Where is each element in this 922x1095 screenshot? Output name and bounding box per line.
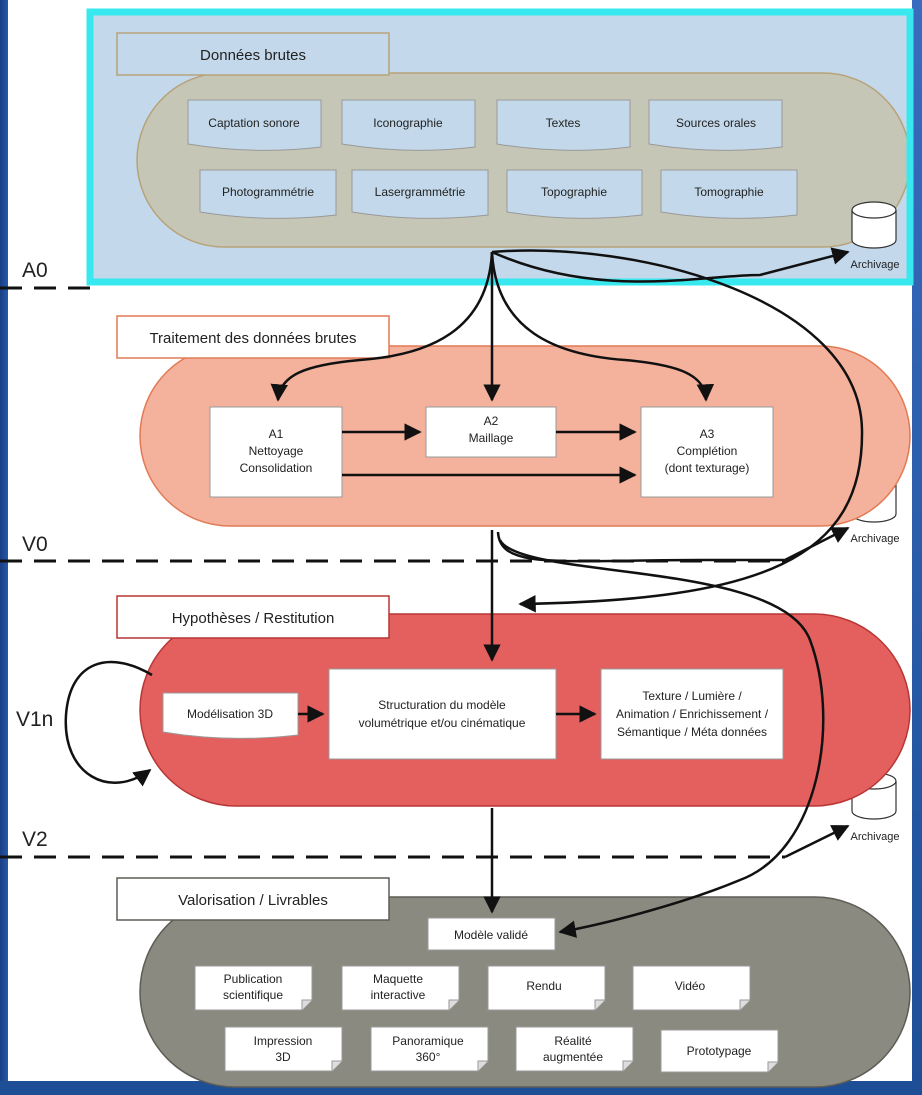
- hypotheses-title: Hypothèses / Restitution: [172, 610, 335, 627]
- svg-text:Vidéo: Vidéo: [675, 979, 706, 993]
- deliverable-realite: Réalité augmentée: [515, 1026, 634, 1072]
- svg-text:A1: A1: [269, 427, 284, 441]
- deliverable-publication: Publication scientifique: [194, 965, 313, 1011]
- svg-text:Publication: Publication: [224, 972, 283, 986]
- svg-text:Modèle validé: Modèle validé: [454, 928, 528, 942]
- svg-text:Maillage: Maillage: [469, 431, 514, 445]
- deliverable-rendu: Rendu: [487, 965, 606, 1011]
- svg-text:interactive: interactive: [371, 988, 426, 1002]
- svg-text:Archivage: Archivage: [851, 259, 900, 271]
- highlight-frame: [86, 8, 914, 286]
- step-a1: A1 Nettoyage Consolidation: [209, 406, 343, 498]
- arrow-raw-to-archive-1: [491, 247, 850, 283]
- raw-item-sources-orales: Sources orales: [648, 99, 783, 151]
- step-a2: A2 Maillage: [425, 406, 557, 458]
- arrow-raw-to-a1: [270, 251, 494, 402]
- svg-text:Lasergrammétrie: Lasergrammétrie: [375, 185, 466, 199]
- raw-data-zone: [136, 72, 911, 248]
- svg-text:Réalité: Réalité: [554, 1034, 592, 1048]
- level-separator-a0: A0: [0, 259, 90, 290]
- svg-text:Photogrammétrie: Photogrammétrie: [222, 185, 314, 199]
- texture-enrichment: Texture / Lumière / Animation / Enrichis…: [600, 668, 784, 760]
- raw-item-topographie: Topographie: [506, 169, 643, 219]
- deliverable-panoramique: Panoramique 360°: [370, 1026, 489, 1072]
- raw-item-textes: Textes: [496, 99, 631, 151]
- v1n-loop: V1n: [16, 660, 153, 787]
- level-label-v0: V0: [22, 533, 48, 556]
- svg-text:Maquette: Maquette: [373, 972, 423, 986]
- raw-item-tomographie: Tomographie: [660, 169, 798, 219]
- level-label-v1n: V1n: [16, 708, 53, 731]
- svg-text:(dont texturage): (dont texturage): [665, 461, 750, 475]
- svg-text:Archivage: Archivage: [851, 831, 900, 843]
- modelling-3d: Modélisation 3D: [162, 692, 299, 739]
- raw-item-captation: Captation sonore: [187, 99, 322, 151]
- svg-text:volumétrique et/ou cinématique: volumétrique et/ou cinématique: [359, 716, 526, 730]
- svg-text:Rendu: Rendu: [526, 979, 561, 993]
- svg-text:Complétion: Complétion: [677, 444, 738, 458]
- svg-text:Sémantique / Méta données: Sémantique / Méta données: [617, 725, 767, 739]
- valorisation-title-box: Valorisation / Livrables: [116, 877, 390, 921]
- svg-text:3D: 3D: [275, 1050, 291, 1064]
- frame-edge: [912, 0, 922, 1095]
- arrow-processing-to-archive-2: [496, 526, 850, 563]
- arrow-hypotheses-to-archive-3: [784, 824, 850, 859]
- database-icon: [851, 201, 897, 219]
- level-label-v2: V2: [22, 828, 48, 851]
- raw-item-iconographie: Iconographie: [341, 99, 476, 151]
- processing-title-box: Traitement des données brutes: [116, 315, 390, 359]
- svg-text:Topographie: Topographie: [541, 185, 607, 199]
- raw-item-lasergrammetrie: Lasergrammétrie: [351, 169, 489, 219]
- arrow-raw-to-a3: [490, 251, 715, 402]
- svg-text:360°: 360°: [416, 1050, 441, 1064]
- hypotheses-title-box: Hypothèses / Restitution: [116, 595, 390, 639]
- level-separator-v2: V2: [0, 828, 785, 859]
- svg-text:Panoramique: Panoramique: [392, 1034, 464, 1048]
- svg-text:Sources orales: Sources orales: [676, 116, 756, 130]
- model-structuring: Structuration du modèle volumétrique et/…: [328, 668, 557, 760]
- svg-text:scientifique: scientifique: [223, 988, 283, 1002]
- svg-text:Nettoyage: Nettoyage: [249, 444, 304, 458]
- svg-text:Modélisation 3D: Modélisation 3D: [187, 707, 273, 721]
- step-a3: A3 Complétion (dont texturage): [640, 406, 774, 498]
- valorisation-title: Valorisation / Livrables: [178, 892, 328, 909]
- svg-text:Iconographie: Iconographie: [373, 116, 443, 130]
- deliverable-prototypage: Prototypage: [660, 1029, 779, 1073]
- svg-text:A3: A3: [700, 427, 715, 441]
- svg-text:A2: A2: [484, 414, 499, 428]
- level-separator-v0: V0: [0, 533, 785, 563]
- raw-item-photogrammetrie: Photogrammétrie: [199, 169, 337, 219]
- deliverable-video: Vidéo: [632, 965, 751, 1011]
- raw-data-title-box: Données brutes: [116, 32, 390, 76]
- svg-text:Captation sonore: Captation sonore: [208, 116, 300, 130]
- processing-title: Traitement des données brutes: [149, 330, 356, 347]
- arrow-processing-to-validated: [498, 539, 825, 938]
- svg-text:Consolidation: Consolidation: [240, 461, 313, 475]
- svg-text:Animation / Enrichissement /: Animation / Enrichissement /: [616, 707, 769, 721]
- svg-text:Impression: Impression: [254, 1034, 313, 1048]
- deliverable-maquette: Maquette interactive: [341, 965, 460, 1011]
- raw-data-title: Données brutes: [200, 47, 306, 64]
- svg-text:Structuration du modèle: Structuration du modèle: [378, 698, 506, 712]
- level-label-a0: A0: [22, 259, 48, 282]
- connectors: [270, 247, 864, 938]
- validated-model: Modèle validé: [427, 917, 556, 951]
- svg-text:augmentée: augmentée: [543, 1050, 603, 1064]
- svg-text:Prototypage: Prototypage: [687, 1044, 752, 1058]
- archive-1: Archivage: [851, 201, 900, 271]
- svg-text:Texture / Lumière /: Texture / Lumière /: [642, 689, 742, 703]
- svg-text:Textes: Textes: [546, 116, 581, 130]
- deliverable-impression: Impression 3D: [224, 1026, 343, 1072]
- svg-text:Tomographie: Tomographie: [694, 185, 764, 199]
- svg-text:Archivage: Archivage: [851, 533, 900, 545]
